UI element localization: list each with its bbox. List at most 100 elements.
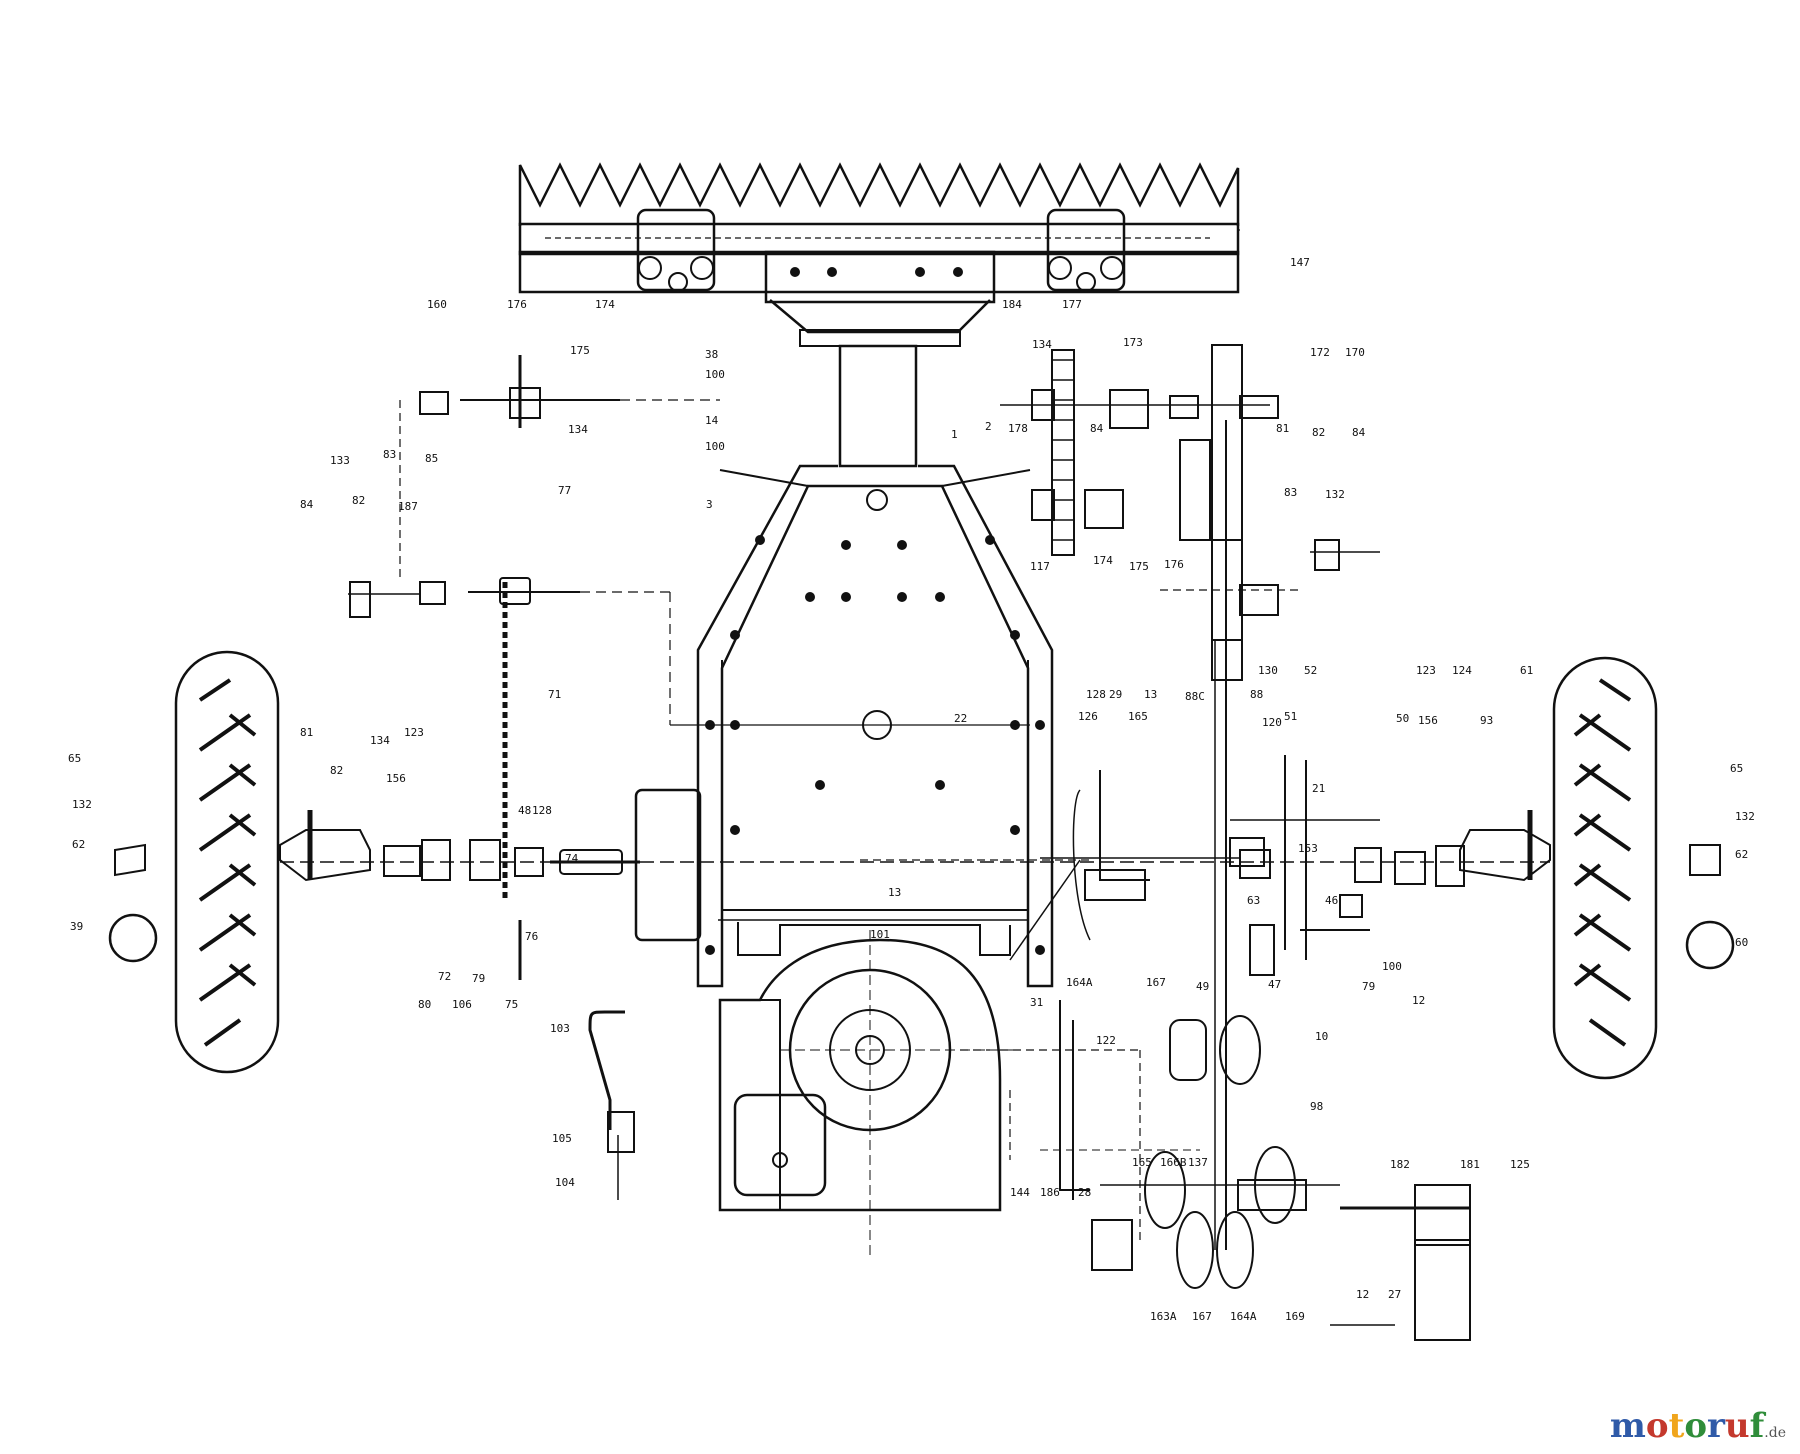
watermark-letter: t <box>1668 1406 1685 1446</box>
part-label: 88C <box>1185 690 1205 703</box>
part-label: 63 <box>1247 894 1260 907</box>
part-label: 13 <box>888 886 901 899</box>
part-label: 144 <box>1010 1186 1030 1199</box>
part-label: 164A <box>1066 976 1093 989</box>
part-label: 72 <box>438 970 451 983</box>
part-label: 84 <box>1090 422 1104 435</box>
part-label: 60 <box>1735 936 1748 949</box>
part-label: 12 <box>1356 1288 1369 1301</box>
watermark-letter: u <box>1724 1406 1750 1446</box>
part-label: 187 <box>398 500 418 513</box>
part-label: 88 <box>1250 688 1263 701</box>
part-label: 134 <box>568 423 588 436</box>
part-label: 166B <box>1160 1156 1187 1169</box>
part-label: 75 <box>505 998 518 1011</box>
part-label: 170 <box>1345 346 1365 359</box>
part-label: 134 <box>370 734 390 747</box>
part-label: 164A <box>1230 1310 1257 1323</box>
part-label: 186 <box>1040 1186 1060 1199</box>
engine <box>718 930 1020 1260</box>
part-label: 80 <box>418 998 431 1011</box>
part-label: 62 <box>1735 848 1748 861</box>
part-label: 48 <box>518 804 531 817</box>
right-wheel <box>1552 656 1658 1080</box>
part-label: 82 <box>1312 426 1325 439</box>
part-label: 117 <box>1030 560 1050 573</box>
part-label: 173 <box>1123 336 1143 349</box>
part-label: 71 <box>548 688 561 701</box>
part-label: 3 <box>706 498 713 511</box>
part-label: 124 <box>1452 664 1472 677</box>
right-hubcap <box>1685 920 1735 970</box>
part-label: 156 <box>1418 714 1438 727</box>
part-label: 177 <box>1062 298 1082 311</box>
part-label: 100 <box>1382 960 1402 973</box>
part-label: 39 <box>70 920 83 933</box>
part-label: 84 <box>1352 426 1366 439</box>
part-label: 169 <box>1285 1310 1305 1323</box>
part-label: 176 <box>507 298 527 311</box>
cutter-bar <box>518 162 1240 347</box>
left-hubcap <box>108 913 158 963</box>
part-label: 77 <box>558 484 571 497</box>
part-label: 83 <box>1284 486 1297 499</box>
part-label: 49 <box>1196 980 1209 993</box>
watermark-letter: r <box>1707 1406 1725 1446</box>
part-label: 174 <box>1093 554 1113 567</box>
part-label: 176 <box>1164 558 1184 571</box>
watermark-letter: m <box>1609 1406 1646 1446</box>
part-label: 153 <box>1298 842 1318 855</box>
left-hub <box>279 829 371 882</box>
part-label: 81 <box>300 726 313 739</box>
motoruf-watermark: motoruf.de <box>1610 1406 1786 1446</box>
part-label: 133 <box>330 454 350 467</box>
part-label: 47 <box>1268 978 1281 991</box>
part-label: 175 <box>1129 560 1149 573</box>
part-label: 128 <box>532 804 552 817</box>
part-label: 31 <box>1030 996 1043 1009</box>
part-label: 100 <box>705 368 725 381</box>
part-label: 178 <box>1008 422 1028 435</box>
part-label: 14 <box>705 414 719 427</box>
watermark-suffix: .de <box>1764 1425 1786 1441</box>
transmission-housing <box>634 788 702 942</box>
part-label: 182 <box>1390 1158 1410 1171</box>
part-label: 1 <box>951 428 958 441</box>
part-label: 106 <box>452 998 472 1011</box>
part-label: 167 <box>1192 1310 1212 1323</box>
part-label: 28 <box>1078 1186 1091 1199</box>
part-label: 22 <box>954 712 967 725</box>
part-label: 101 <box>870 928 890 941</box>
part-label: 167 <box>1146 976 1166 989</box>
part-label: 12 <box>1412 994 1425 1007</box>
part-label: 29 <box>1109 688 1122 701</box>
part-label: 125 <box>1510 1158 1530 1171</box>
part-label: 165 <box>1128 710 1148 723</box>
chassis-frame <box>696 344 1054 988</box>
part-label: 13 <box>1144 688 1157 701</box>
right-hub <box>1459 829 1551 882</box>
part-label: 10 <box>1315 1030 1328 1043</box>
part-label: 132 <box>1735 810 1755 823</box>
part-label: 46 <box>1325 894 1338 907</box>
part-label: 76 <box>525 930 538 943</box>
part-label: 181 <box>1460 1158 1480 1171</box>
part-label: 2 <box>985 420 992 433</box>
part-label: 123 <box>1416 664 1436 677</box>
part-label: 83 <box>383 448 396 461</box>
part-label: 85 <box>425 452 438 465</box>
part-label: 81 <box>1276 422 1289 435</box>
part-label: 160 <box>427 298 447 311</box>
part-label: 100 <box>705 440 725 453</box>
part-label: 172 <box>1310 346 1330 359</box>
part-label: 120 <box>1262 716 1282 729</box>
part-label: 128 <box>1086 688 1106 701</box>
part-label: 137 <box>1188 1156 1208 1169</box>
part-label: 123 <box>404 726 424 739</box>
part-label: 174 <box>595 298 615 311</box>
part-label: 82 <box>330 764 343 777</box>
part-label: 184 <box>1002 298 1022 311</box>
watermark-letter: o <box>1645 1406 1669 1446</box>
part-label: 122 <box>1096 1034 1116 1047</box>
part-label: 27 <box>1388 1288 1401 1301</box>
